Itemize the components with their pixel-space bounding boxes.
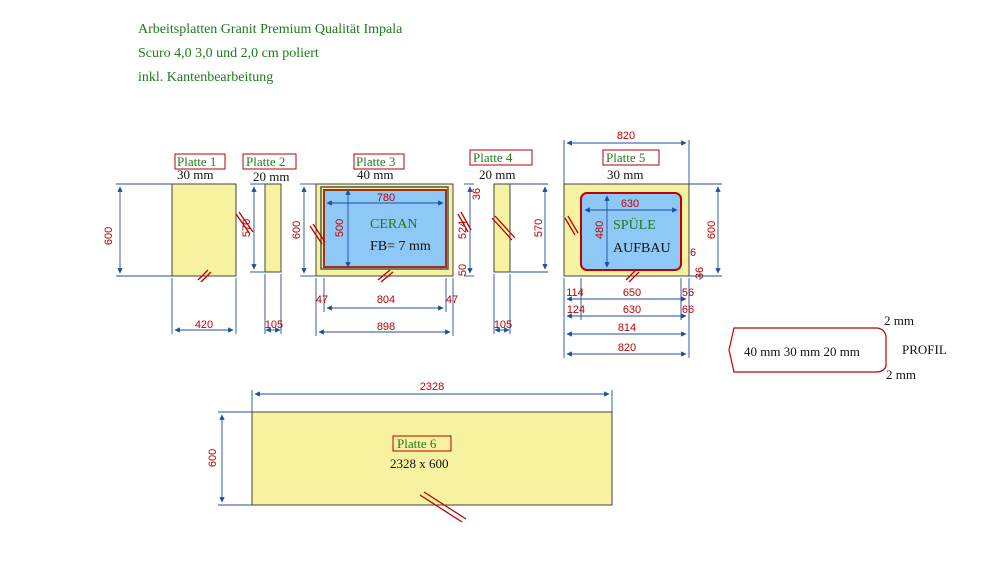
plate-1-thickness: 30 mm (177, 167, 213, 182)
plate-5-width: 820 (618, 342, 636, 354)
plate-2-height: 570 (241, 219, 253, 237)
ceran-bottom-offset: 50 (457, 264, 469, 276)
plate-3-width: 898 (377, 321, 395, 333)
spuele-type-label: AUFBAU (613, 241, 671, 256)
plate-5-top-width: 820 (617, 130, 635, 142)
plate-5-dim-630: 630 (623, 304, 641, 316)
plate-1-width: 420 (195, 319, 213, 331)
plate-5-label: Platte 5 (606, 150, 645, 165)
profile-label: PROFIL (902, 342, 947, 357)
plate-2-thickness: 20 mm (253, 169, 289, 184)
ceran-fb-label: FB= 7 mm (370, 239, 431, 254)
plate-2-label: Platte 2 (246, 154, 285, 169)
plate-5-dim-124: 124 (567, 304, 585, 316)
ceran-width: 780 (377, 192, 395, 204)
plate-4-thickness: 20 mm (479, 167, 515, 182)
plate-4-height: 570 (533, 219, 545, 237)
plate-5-dim-650: 650 (623, 287, 641, 299)
plate-6-size: 2328 x 600 (390, 456, 449, 471)
plate-5-dim-66: 66 (682, 304, 694, 316)
plate-6-width: 2328 (420, 381, 444, 393)
plate-3-inner-width: 804 (377, 294, 395, 306)
plate-5-thickness: 30 mm (607, 167, 643, 182)
plate-4 (493, 183, 511, 273)
plate-4-label-box (469, 149, 533, 166)
plate-5-dim-114: 114 (566, 287, 584, 299)
plate-1 (171, 183, 237, 277)
plate-5-label-box (602, 149, 660, 166)
spuele-width: 630 (621, 198, 639, 210)
plate-3-height: 600 (291, 221, 303, 239)
plate-3-margin-left: 47 (316, 294, 328, 306)
plate-5-height: 600 (706, 221, 718, 239)
profile-bottom-chamfer: 2 mm (886, 367, 916, 382)
spuele-corner: 6 (690, 247, 696, 259)
plate-3-label: Platte 3 (356, 154, 395, 169)
header-line-1: Arbeitsplatten Granit Premium Qualität I… (138, 22, 403, 37)
plate-1-height: 600 (103, 227, 115, 245)
plate-3-label-box (353, 153, 405, 170)
plate-6 (251, 411, 613, 506)
plate-2 (264, 183, 282, 273)
plate-5-dim-56: 56 (682, 287, 694, 299)
plate-3-thickness: 40 mm (357, 167, 393, 182)
spuele-label: SPÜLE (613, 216, 656, 233)
plate-3-margin-right: 47 (446, 294, 458, 306)
plate-4-label: Platte 4 (473, 150, 513, 165)
plate-2-label-box (242, 153, 297, 170)
ceran-total-height: 524 (457, 221, 469, 239)
plate-6-label-box (392, 435, 452, 452)
spuele-offset: 36 (694, 267, 706, 279)
ceran-cutout-frame (320, 186, 449, 270)
ceran-height: 500 (334, 219, 346, 237)
plate-6-label: Platte 6 (397, 436, 437, 451)
plate-2-width: 105 (265, 319, 283, 331)
plate-6-height: 600 (207, 449, 219, 467)
ceran-top-offset: 36 (471, 188, 483, 200)
profile-thicknesses: 40 mm 30 mm 20 mm (744, 344, 860, 359)
profile-top-chamfer: 2 mm (884, 313, 914, 328)
header-line-2: Scuro 4,0 3,0 und 2,0 cm poliert (138, 46, 319, 61)
plate-1-label-box (174, 153, 226, 170)
profile-outline (728, 327, 887, 373)
plate-5-inner-width: 814 (618, 322, 636, 334)
header-line-3: inkl. Kantenbearbeitung (138, 70, 274, 85)
plate-4-width: 105 (494, 319, 512, 331)
ceran-label: CERAN (370, 217, 417, 232)
plate-1-label: Platte 1 (177, 154, 216, 169)
spuele-height: 480 (594, 221, 606, 239)
